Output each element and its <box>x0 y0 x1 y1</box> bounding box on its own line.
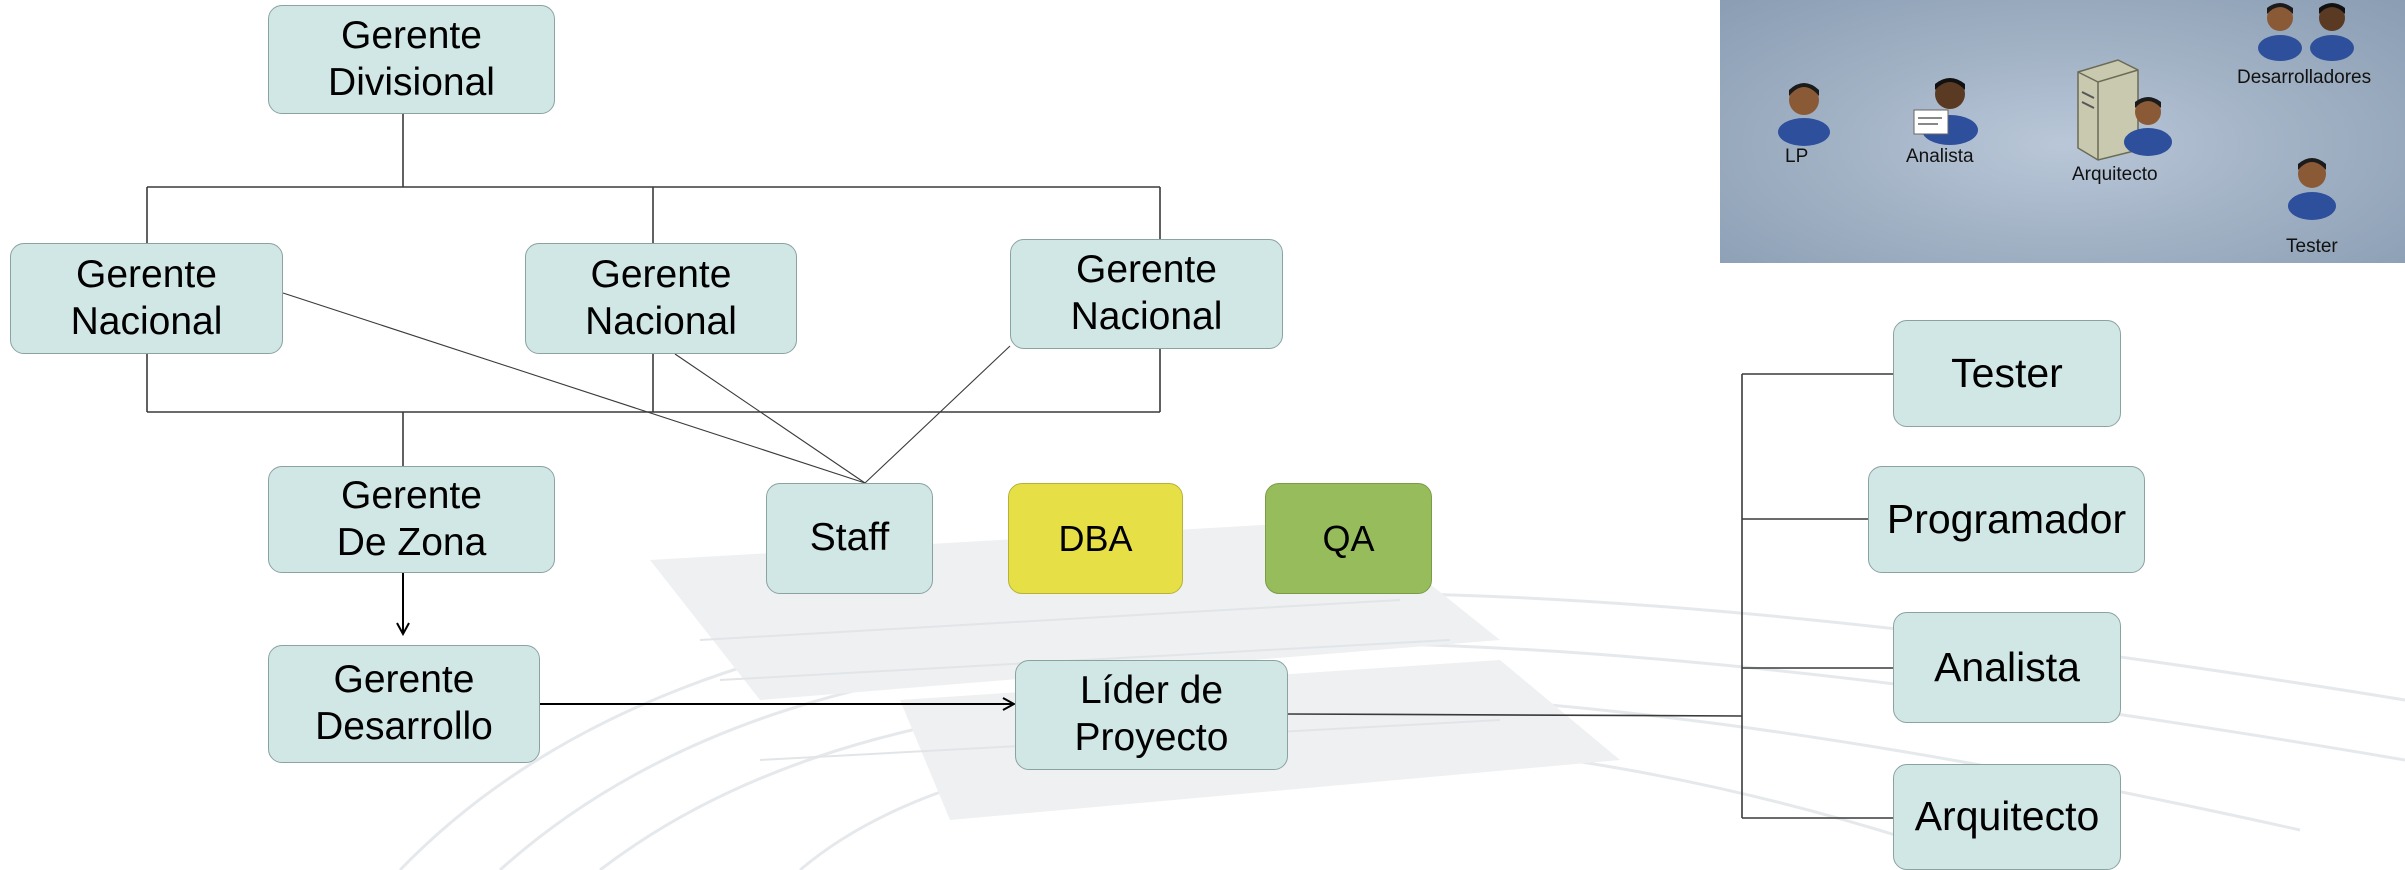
node-gerente-nacional-3: Gerente Nacional <box>1010 239 1283 349</box>
inset-label-lp: LP <box>1785 146 1809 167</box>
person-icon <box>1778 83 1830 146</box>
node-qa: QA <box>1265 483 1432 594</box>
tester-person-icon <box>2288 158 2336 220</box>
server-person-icon <box>2077 59 2172 161</box>
node-lider-de-proyecto: Líder de Proyecto <box>1015 660 1288 770</box>
roles-illustration: LP Analista Arquitecto Desarrolladores <box>1720 0 2405 263</box>
node-dba: DBA <box>1008 483 1183 594</box>
connector-staff-from-nacional-1 <box>282 292 866 484</box>
node-analista: Analista <box>1893 612 2121 723</box>
analyst-person-icon <box>1913 78 1978 145</box>
connector-staff-from-nacional-2 <box>674 353 866 484</box>
node-gerente-nacional-1: Gerente Nacional <box>10 243 283 354</box>
node-tester: Tester <box>1893 320 2121 427</box>
inset-label-analista: Analista <box>1906 146 1974 167</box>
inset-label-arquitecto: Arquitecto <box>2072 164 2158 185</box>
inset-label-desarrolladores: Desarrolladores <box>2237 67 2372 88</box>
inset-label-tester: Tester <box>2286 236 2338 257</box>
node-gerente-nacional-2: Gerente Nacional <box>525 243 797 354</box>
node-arquitecto: Arquitecto <box>1893 764 2121 870</box>
connector-lider-right <box>1287 713 1743 717</box>
connector-staff-from-nacional-3 <box>864 345 1011 484</box>
node-gerente-desarrollo: Gerente Desarrollo <box>268 645 540 763</box>
developers-icon <box>2258 3 2354 61</box>
node-programador: Programador <box>1868 466 2145 573</box>
node-gerente-divisional: Gerente Divisional <box>268 5 555 114</box>
node-gerente-de-zona: Gerente De Zona <box>268 466 555 573</box>
node-staff: Staff <box>766 483 933 594</box>
